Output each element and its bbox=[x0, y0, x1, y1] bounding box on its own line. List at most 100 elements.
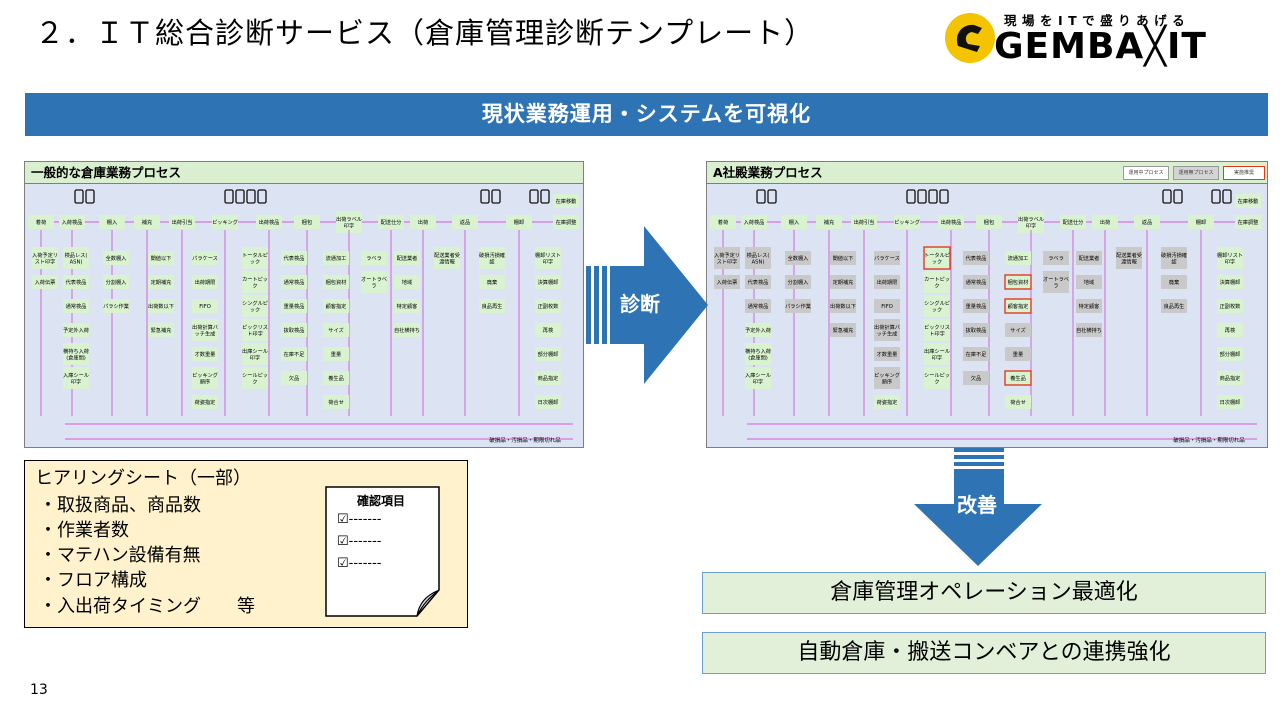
process-node-label: 養生品 bbox=[328, 374, 344, 382]
process-node-label: 顧客指定 bbox=[1008, 302, 1029, 310]
process-node bbox=[535, 247, 561, 269]
process-node bbox=[1005, 323, 1031, 337]
process-node bbox=[874, 367, 900, 389]
process-node bbox=[1134, 215, 1160, 229]
process-node-label: 補充 bbox=[824, 218, 834, 226]
process-node bbox=[553, 194, 579, 208]
process-node-label: ピックリス bbox=[242, 324, 268, 331]
process-node-label: 顧客指定 bbox=[326, 302, 347, 310]
process-node bbox=[378, 215, 404, 229]
process-node bbox=[32, 275, 58, 289]
process-node bbox=[323, 371, 349, 385]
process-node-label: 梱包 bbox=[302, 218, 312, 226]
process-node bbox=[323, 395, 349, 409]
process-node-label: トータルピ bbox=[242, 251, 268, 259]
process-node-label: 商品指定 bbox=[538, 374, 559, 382]
process-node-label: 出荷期限 bbox=[877, 278, 898, 286]
process-node bbox=[874, 347, 900, 361]
process-node-label: 全数棚入 bbox=[106, 254, 127, 262]
handheld-device-icon bbox=[939, 189, 949, 204]
process-node-label: 印字 bbox=[71, 377, 81, 385]
process-node bbox=[830, 251, 856, 265]
process-node bbox=[192, 251, 218, 265]
process-node bbox=[1076, 323, 1102, 337]
handheld-device-icon bbox=[235, 189, 245, 204]
hearing-item: ・入出荷タイミング 等 bbox=[39, 596, 255, 617]
process-node-label: 配送仕分 bbox=[381, 218, 402, 226]
gemba-it-logo: 現場をITで盛りあげる GEMBA╳IT bbox=[944, 10, 1264, 68]
process-node-label: 日次棚卸 bbox=[1220, 398, 1241, 406]
process-node-label: オートラベ bbox=[1043, 276, 1069, 283]
process-node-label: 在庫移動 bbox=[1238, 197, 1259, 205]
process-node-label: 自社横持ち bbox=[394, 326, 420, 334]
process-node bbox=[1076, 299, 1102, 313]
process-node-label: 棚卸リスト bbox=[535, 251, 561, 259]
process-node-label: 印字 bbox=[932, 353, 942, 361]
process-node bbox=[63, 367, 89, 389]
process-node-label: 印字 bbox=[344, 221, 354, 229]
process-node-label: 在庫移動 bbox=[556, 197, 577, 205]
process-node bbox=[1161, 247, 1187, 269]
process-node bbox=[242, 247, 268, 269]
process-node bbox=[281, 323, 307, 337]
process-node-label: 分割棚入 bbox=[106, 278, 127, 286]
process-node-label: 荷合せ bbox=[328, 398, 344, 406]
process-node-label: 特定顧客 bbox=[1079, 302, 1100, 310]
hearing-title: ヒアリングシート（一部） bbox=[35, 468, 251, 489]
process-node bbox=[1235, 215, 1261, 229]
process-node bbox=[830, 275, 856, 289]
process-node bbox=[281, 251, 307, 265]
process-node bbox=[1043, 251, 1069, 265]
logo-mark-icon bbox=[945, 13, 995, 63]
process-node bbox=[1092, 215, 1118, 229]
process-node-label: 出荷 bbox=[1100, 218, 1110, 226]
process-node bbox=[1004, 370, 1032, 386]
handheld-device-icon bbox=[224, 189, 234, 204]
process-node-label: FIFO bbox=[199, 304, 211, 310]
process-node-label: 出荷計算バ bbox=[192, 323, 218, 331]
process-node-label: 印字 bbox=[543, 257, 553, 265]
process-node bbox=[410, 215, 436, 229]
process-node bbox=[1217, 247, 1243, 269]
process-node-label: 欠品 bbox=[971, 374, 981, 382]
process-node-label: シングルピ bbox=[924, 299, 950, 307]
process-node-label: 破損汚損確 bbox=[479, 251, 505, 259]
process-node bbox=[535, 299, 561, 313]
process-node-label: 流通加工 bbox=[326, 254, 347, 262]
process-node-label: 出荷引当 bbox=[172, 218, 193, 226]
process-node-label: (倉庫間) bbox=[66, 353, 86, 361]
process-node bbox=[323, 299, 349, 313]
process-node bbox=[63, 299, 89, 313]
checklist-row: ☑------- bbox=[337, 534, 382, 549]
process-node bbox=[963, 323, 989, 337]
process-node bbox=[63, 343, 89, 365]
process-node-label: スト印字 bbox=[717, 257, 738, 265]
process-node-label: 印字 bbox=[1225, 257, 1235, 265]
process-node-label: 在庫不足 bbox=[966, 350, 987, 358]
process-node-label: 印字 bbox=[250, 353, 260, 361]
process-node-label: 代表検品 bbox=[284, 254, 305, 262]
process-node bbox=[99, 215, 125, 229]
company-process-flow: 破損品・汚損品・期限切れ品着荷入荷検品棚入補充出荷引当ピッキング出荷検品梱包出荷… bbox=[710, 189, 1261, 444]
process-node bbox=[1018, 211, 1044, 233]
process-node-label: シールピッ bbox=[924, 372, 950, 379]
process-node-label: 出荷数以下 bbox=[830, 302, 856, 310]
process-node bbox=[785, 299, 811, 313]
process-node-label: 正副枚数 bbox=[538, 302, 560, 310]
process-node-label: 良品再生 bbox=[482, 302, 503, 310]
process-node-label: ック bbox=[932, 258, 942, 265]
process-node-label: 順序 bbox=[882, 377, 892, 385]
process-node bbox=[1161, 275, 1187, 289]
process-node-label: 代表検品 bbox=[748, 278, 769, 286]
process-node bbox=[281, 275, 307, 289]
process-node-label: 商品指定 bbox=[1220, 374, 1241, 382]
process-node bbox=[938, 215, 964, 229]
process-node-label: 部分棚卸 bbox=[538, 350, 559, 358]
process-node bbox=[323, 275, 349, 289]
process-node bbox=[169, 215, 195, 229]
checklist-row: ☑------- bbox=[337, 556, 382, 571]
process-node-label: 予定外入荷 bbox=[63, 326, 89, 334]
process-node bbox=[1060, 215, 1086, 229]
result-optimization: 倉庫管理オペレーション最適化 bbox=[702, 572, 1266, 614]
process-node-label: 梱包資材 bbox=[1008, 278, 1029, 286]
